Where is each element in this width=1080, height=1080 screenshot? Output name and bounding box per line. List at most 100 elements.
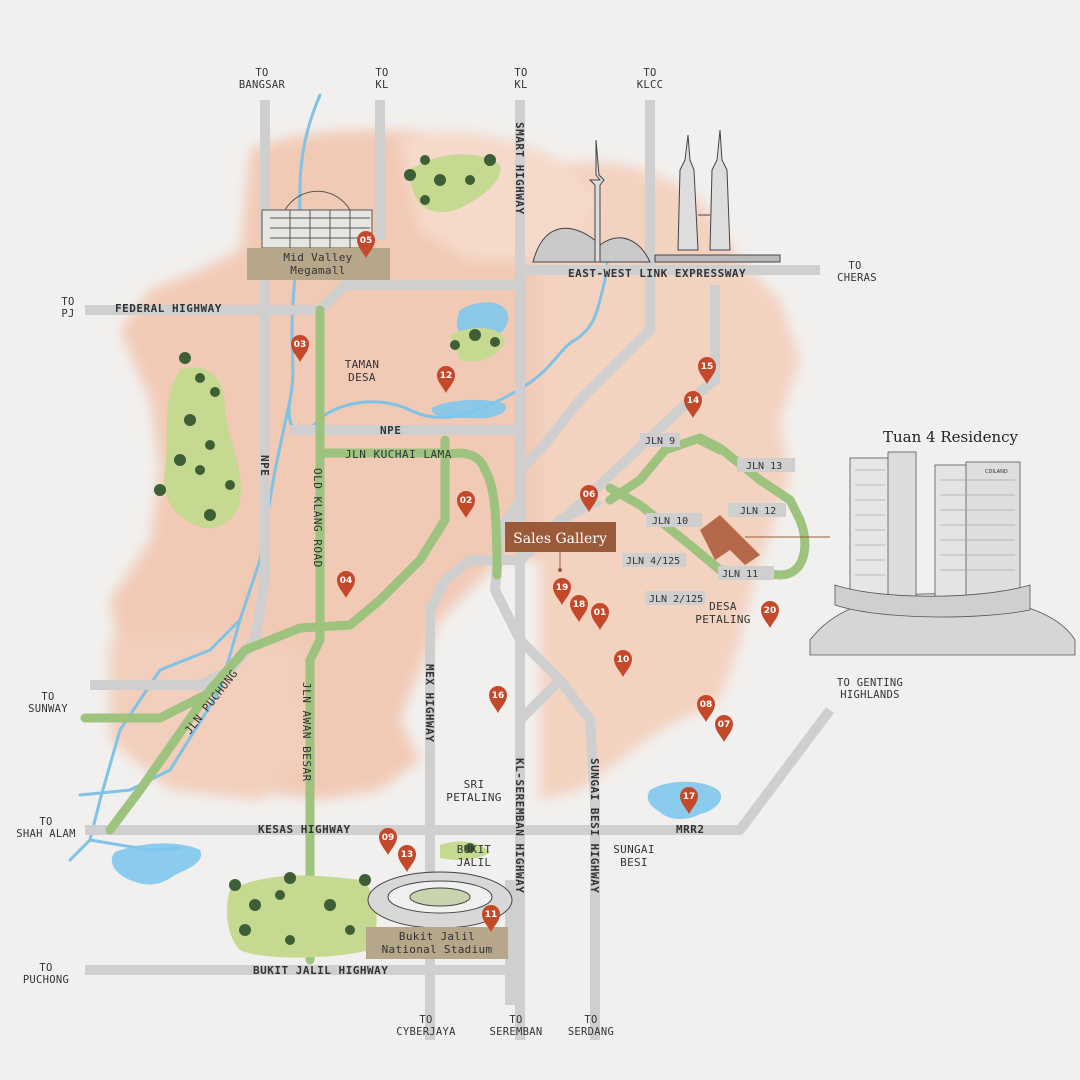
location-pin-04[interactable]: 04 [337, 571, 355, 598]
dir-pj-1: TO [61, 296, 74, 308]
pin-icon [398, 845, 416, 872]
pin-icon [379, 828, 397, 855]
road-kl-seremban: KL-SEREMBAN HIGHWAY [513, 758, 526, 893]
street-jln12: JLN 12 [740, 506, 776, 517]
pin-icon [580, 485, 598, 512]
area-labels: TAMAN DESA DESA PETALING SRI PETALING BU… [345, 358, 751, 869]
dir-puchong-2: PUCHONG [23, 974, 69, 986]
pin-number: 02 [460, 496, 473, 506]
pin-icon [482, 905, 500, 932]
dir-cheras-2: CHERAS [837, 272, 877, 284]
area-sungai-besi-1: SUNGAI [613, 843, 655, 856]
location-pin-08[interactable]: 08 [697, 695, 715, 722]
pin-icon [291, 335, 309, 362]
dir-shah-alam-2: SHAH ALAM [16, 828, 76, 840]
location-pin-10[interactable]: 10 [614, 650, 632, 677]
location-pin-17[interactable]: 17 [680, 787, 698, 814]
location-pin-15[interactable]: 15 [698, 357, 716, 384]
pin-icon [684, 391, 702, 418]
location-pin-18[interactable]: 18 [570, 595, 588, 622]
mid-valley-building [261, 190, 373, 249]
dir-pj-2: PJ [61, 308, 74, 320]
location-pin-01[interactable]: 01 [591, 603, 609, 630]
mid-valley-name-2: Megamall [290, 264, 345, 277]
dir-bangsar-2: BANGSAR [239, 79, 286, 91]
dir-genting-1: TO GENTING [837, 677, 903, 689]
stadium-label: Bukit Jalil National Stadium [366, 927, 508, 959]
pin-icon [553, 578, 571, 605]
location-pin-14[interactable]: 14 [684, 391, 702, 418]
pin-icon [715, 715, 733, 742]
location-pin-13[interactable]: 13 [398, 845, 416, 872]
pin-icon [570, 595, 588, 622]
pin-icon [614, 650, 632, 677]
pin-number: 11 [485, 910, 498, 920]
pin-number: 08 [700, 700, 713, 710]
road-east-west: EAST-WEST LINK EXPRESSWAY [568, 267, 746, 280]
street-jln2-125: JLN 2/125 [649, 594, 703, 605]
pin-icon [591, 603, 609, 630]
dir-cheras-1: TO [848, 260, 861, 272]
pin-number: 19 [556, 583, 569, 593]
site-plot [700, 515, 760, 565]
pin-number: 18 [573, 600, 586, 610]
location-pin-20[interactable]: 20 [761, 601, 779, 628]
pin-number: 04 [340, 576, 353, 586]
street-jln9: JLN 9 [645, 436, 675, 447]
road-jln-kuchai-lama: JLN KUCHAI LAMA [345, 448, 452, 461]
location-pin-12[interactable]: 12 [437, 366, 455, 393]
location-pin-06[interactable]: 06 [580, 485, 598, 512]
area-desa-petaling-2: PETALING [695, 613, 750, 626]
dir-bangsar-1: TO [255, 67, 268, 79]
pin-number: 12 [440, 371, 453, 381]
pin-icon [357, 231, 375, 258]
location-pin-09[interactable]: 09 [379, 828, 397, 855]
stadium-name-1: Bukit Jalil [399, 930, 475, 943]
dir-genting-2: HIGHLANDS [840, 689, 900, 701]
dir-kl2-2: KL [514, 79, 527, 91]
pin-number: 06 [583, 490, 596, 500]
pin-number: 16 [492, 691, 505, 701]
sales-gallery-marker[interactable]: Sales Gallery [505, 522, 616, 572]
pin-number: 03 [294, 340, 307, 350]
pin-icon [489, 686, 507, 713]
dir-sunway-2: SUNWAY [28, 703, 68, 715]
pin-icon [697, 695, 715, 722]
pin-number: 05 [360, 236, 373, 246]
location-pin-03[interactable]: 03 [291, 335, 309, 362]
location-pin-05[interactable]: 05 [357, 231, 375, 258]
location-pin-07[interactable]: 07 [715, 715, 733, 742]
pin-number: 07 [718, 720, 731, 730]
location-pin-11[interactable]: 11 [482, 905, 500, 932]
pin-number: 14 [687, 396, 700, 406]
pin-number: 17 [683, 792, 696, 802]
pins: 01 02 03 04 05 06 07 08 09 10 11 12 13 14 15 16 17 18 19 20 [291, 231, 779, 932]
pin-number: 10 [617, 655, 630, 665]
building-sign: CDILAND [985, 469, 1008, 475]
park-trees [154, 154, 505, 958]
area-sri-petaling-1: SRI [464, 778, 485, 791]
stadium-name-2: National Stadium [382, 943, 493, 956]
location-pin-19[interactable]: 19 [553, 578, 571, 605]
road-sungai-besi: SUNGAI BESI HIGHWAY [588, 758, 601, 893]
area-bukit-jalil-1: BUKIT [457, 843, 492, 856]
road-npe-vertical: NPE [258, 455, 271, 476]
tuan4-residency-illustration [809, 451, 1076, 656]
street-jln4-125: JLN 4/125 [626, 556, 680, 567]
location-pin-16[interactable]: 16 [489, 686, 507, 713]
road-bukit-jalil: BUKIT JALIL HIGHWAY [253, 964, 388, 977]
mid-valley-name-1: Mid Valley [283, 251, 352, 264]
road-npe-horizontal: NPE [380, 424, 401, 437]
dir-seremban-2: SEREMBAN [490, 1026, 543, 1038]
dir-kl1-2: KL [375, 79, 388, 91]
area-taman-desa-1: TAMAN [345, 358, 380, 371]
pin-icon [457, 491, 475, 518]
pin-icon [698, 357, 716, 384]
area-sri-petaling-2: PETALING [446, 791, 501, 804]
location-pin-02[interactable]: 02 [457, 491, 475, 518]
kl-skyline [532, 129, 781, 263]
road-old-klang: OLD KLANG ROAD [311, 468, 324, 568]
dir-seremban-1: TO [509, 1014, 522, 1026]
dir-serdang-2: SERDANG [568, 1026, 614, 1038]
